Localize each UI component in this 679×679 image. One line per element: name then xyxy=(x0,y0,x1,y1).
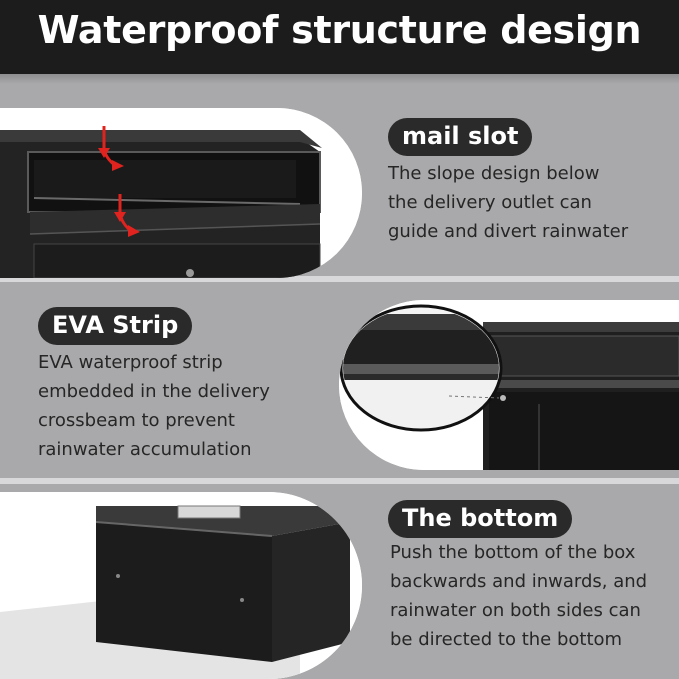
description-line: be directed to the bottom xyxy=(390,629,623,650)
page-title: Waterproof structure design xyxy=(37,8,642,52)
mail-slot-photo-panel xyxy=(0,108,362,278)
bottom-photo-panel xyxy=(0,492,362,679)
mail-slot-description: The slope design below the delivery outl… xyxy=(388,159,628,246)
rain-arrow-icon xyxy=(114,194,140,237)
header-shadow xyxy=(0,74,679,84)
bottom-photo xyxy=(0,492,362,679)
eva-strip-photo-panel xyxy=(339,300,679,470)
bottom-badge: The bottom xyxy=(388,500,573,538)
eva-strip-photo xyxy=(339,300,679,470)
description-line: rainwater accumulation xyxy=(38,439,252,460)
description-line: crossbeam to prevent xyxy=(38,410,235,431)
description-line: guide and divert rainwater xyxy=(388,221,629,242)
description-line: the delivery outlet can xyxy=(388,192,592,213)
description-line: backwards and inwards, and xyxy=(390,571,648,592)
mail-slot-photo xyxy=(0,108,362,278)
description-line: EVA waterproof strip xyxy=(38,352,223,373)
bottom-description: Push the bottom of the box backwards and… xyxy=(390,538,647,654)
description-line: Push the bottom of the box xyxy=(390,542,636,563)
mail-slot-badge: mail slot xyxy=(388,118,533,156)
rain-arrow-icon xyxy=(98,126,124,171)
divider-band xyxy=(0,276,679,282)
eva-strip-badge: EVA Strip xyxy=(38,307,193,345)
description-line: embedded in the delivery xyxy=(38,381,270,402)
description-line: rainwater on both sides can xyxy=(390,600,641,621)
eva-strip-description: EVA waterproof strip embedded in the del… xyxy=(38,348,270,464)
header-bar: Waterproof structure design xyxy=(0,0,679,74)
divider-band xyxy=(0,478,679,484)
description-line: The slope design below xyxy=(388,163,600,184)
